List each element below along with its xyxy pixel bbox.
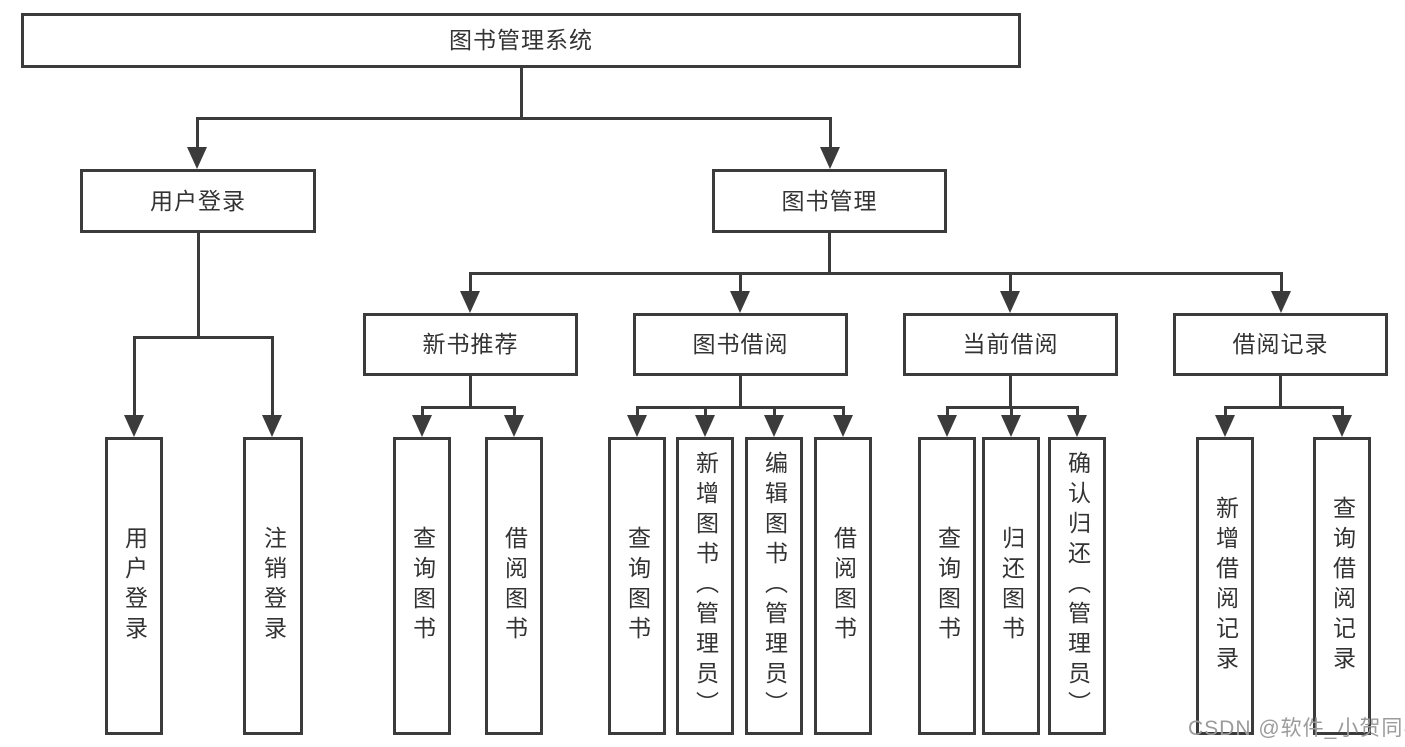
node-book-management: 图书管理 <box>712 169 947 233</box>
arrowhead-down-icon <box>627 415 647 437</box>
connector-line <box>1341 406 1344 417</box>
leaf-label: 新增图书（管理员） <box>692 451 719 721</box>
connector-line <box>1009 272 1012 293</box>
arrowhead-down-icon <box>262 415 282 437</box>
arrowhead-down-icon <box>460 291 480 313</box>
leaf-borrow-books-recommend: 借阅图书 <box>485 437 543 735</box>
leaf-logout: 注销登录 <box>243 437 303 735</box>
leaf-borrow-books-borrowing: 借阅图书 <box>814 437 872 735</box>
leaf-confirm-return-admin: 确认归还（管理员） <box>1048 437 1106 735</box>
leaf-label: 用户登录 <box>121 526 148 646</box>
connector-line <box>828 231 831 275</box>
node-current-borrowing: 当前借阅 <box>903 313 1118 376</box>
connector-line <box>1009 374 1012 409</box>
arrowhead-down-icon <box>1067 415 1087 437</box>
connector-line <box>636 406 845 409</box>
leaf-query-books-current: 查询图书 <box>918 437 976 735</box>
leaf-label: 查询图书 <box>409 526 436 646</box>
leaf-query-books-borrowing: 查询图书 <box>608 437 666 735</box>
arrowhead-down-icon <box>504 415 524 437</box>
leaf-edit-books-admin: 编辑图书（管理员） <box>745 437 803 735</box>
connector-line <box>1076 406 1079 417</box>
connector-line <box>469 272 472 293</box>
leaf-label: 查询借阅记录 <box>1329 496 1356 676</box>
connector-line <box>196 117 832 120</box>
leaf-add-books-admin: 新增图书（管理员） <box>676 437 734 735</box>
connector-line <box>421 406 424 417</box>
leaf-label: 查询图书 <box>624 526 651 646</box>
node-borrowing-records: 借阅记录 <box>1173 313 1388 376</box>
node-label: 用户登录 <box>150 187 246 214</box>
arrowhead-down-icon <box>1215 415 1235 437</box>
connector-line <box>1280 272 1283 293</box>
node-label: 借阅记录 <box>1232 331 1329 357</box>
node-label: 新书推荐 <box>422 331 519 357</box>
leaf-label: 查询图书 <box>934 526 961 646</box>
connector-line <box>133 336 274 339</box>
connector-line <box>133 336 136 417</box>
leaf-label: 新增借阅记录 <box>1212 496 1239 676</box>
arrowhead-down-icon <box>730 291 750 313</box>
leaf-label: 编辑图书（管理员） <box>761 451 788 721</box>
leaf-label: 注销登录 <box>260 526 287 646</box>
node-label: 图书借阅 <box>692 331 789 357</box>
arrowhead-down-icon <box>1271 291 1291 313</box>
arrowhead-down-icon <box>764 415 784 437</box>
connector-line <box>196 117 199 149</box>
leaf-add-borrow-record: 新增借阅记录 <box>1196 437 1254 735</box>
connector-line <box>946 406 949 417</box>
arrowhead-down-icon <box>124 415 144 437</box>
connector-line <box>636 406 639 417</box>
connector-line <box>829 117 832 149</box>
connector-line <box>704 406 707 417</box>
node-library-management-system: 图书管理系统 <box>21 13 1021 68</box>
node-user-login: 用户登录 <box>80 169 316 233</box>
arrowhead-down-icon <box>1001 415 1021 437</box>
arrowhead-down-icon <box>187 147 207 169</box>
connector-line <box>271 336 274 417</box>
connector-line <box>197 231 200 339</box>
connector-line <box>1279 374 1282 409</box>
node-label: 图书管理 <box>781 187 878 214</box>
connector-line <box>513 406 516 417</box>
leaf-user-login: 用户登录 <box>105 437 163 735</box>
node-book-borrowing: 图书借阅 <box>633 313 848 376</box>
leaf-label: 借阅图书 <box>830 526 857 646</box>
leaf-query-books-recommend: 查询图书 <box>393 437 451 735</box>
leaf-label: 确认归还（管理员） <box>1064 451 1091 721</box>
arrowhead-down-icon <box>833 415 853 437</box>
connector-line <box>1224 406 1227 417</box>
connector-line <box>773 406 776 417</box>
connector-line <box>421 406 516 409</box>
leaf-query-borrow-record: 查询借阅记录 <box>1313 437 1371 735</box>
connector-line <box>1010 406 1013 417</box>
connector-line <box>739 374 742 409</box>
node-new-book-recommendation: 新书推荐 <box>363 313 578 376</box>
node-label: 图书管理系统 <box>449 27 593 53</box>
arrowhead-down-icon <box>1332 415 1352 437</box>
arrowhead-down-icon <box>1000 291 1020 313</box>
leaf-label: 借阅图书 <box>501 526 528 646</box>
arrowhead-down-icon <box>695 415 715 437</box>
arrowhead-down-icon <box>820 147 840 169</box>
leaf-return-books: 归还图书 <box>982 437 1040 735</box>
connector-line <box>1224 406 1344 409</box>
csdn-watermark: CSDN @软件_小贺同学 <box>1188 717 1405 740</box>
connector-line <box>739 272 742 293</box>
connector-line <box>520 66 523 120</box>
node-label: 当前借阅 <box>962 331 1059 357</box>
connector-line <box>469 272 1283 275</box>
arrowhead-down-icon <box>412 415 432 437</box>
arrowhead-down-icon <box>937 415 957 437</box>
connector-line <box>469 374 472 409</box>
leaf-label: 归还图书 <box>998 526 1025 646</box>
connector-line <box>842 406 845 417</box>
